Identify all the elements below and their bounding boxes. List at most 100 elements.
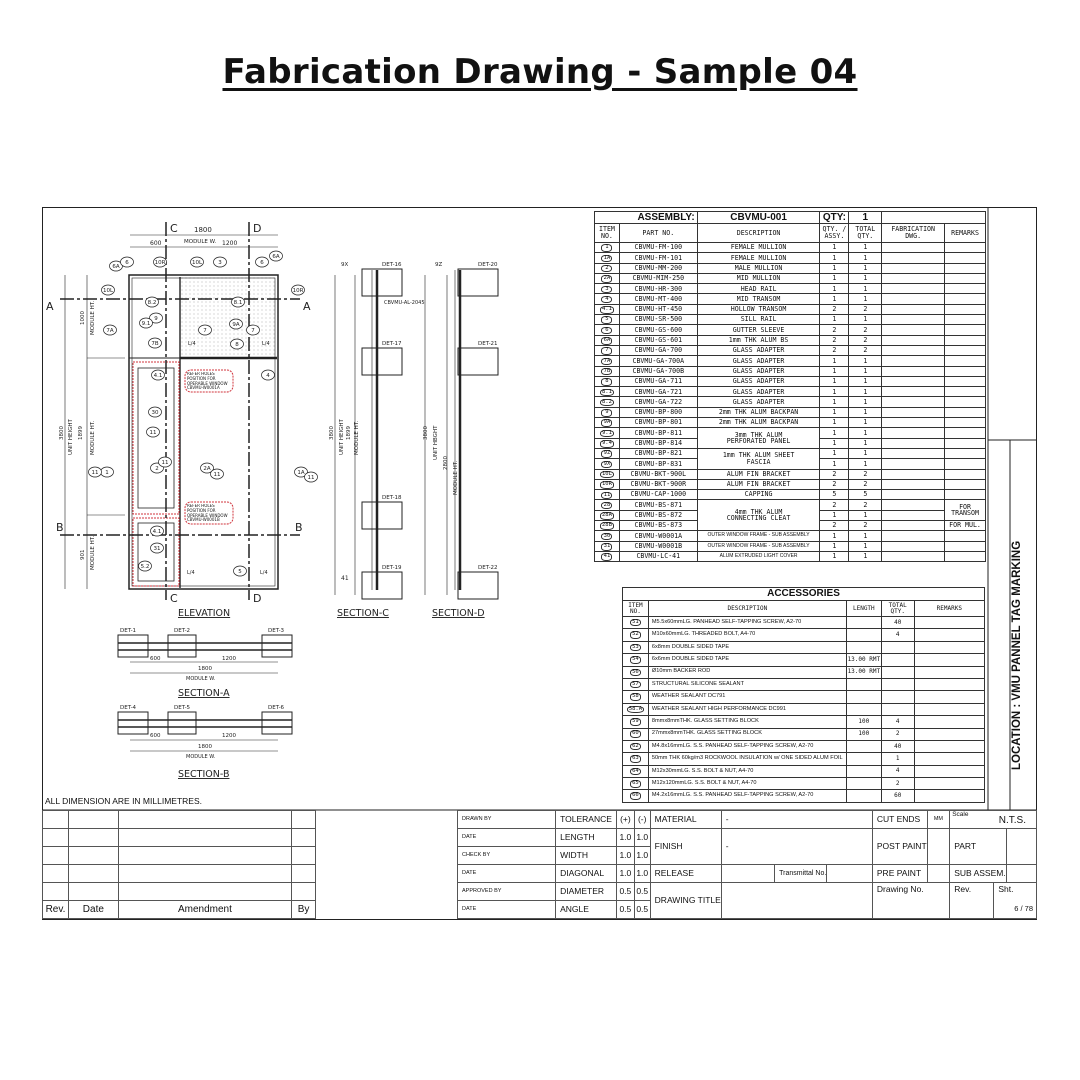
svg-text:L/4: L/4 — [187, 570, 195, 576]
item-callout-bubble: 9.1 — [139, 317, 153, 329]
svg-text:UNIT HBGHT: UNIT HBGHT — [433, 425, 439, 460]
description: 1mm THK ALUM BS — [696, 334, 821, 346]
part-no: CBVMU-GA-700A — [618, 355, 698, 367]
remarks — [944, 550, 986, 563]
item-no: 9 — [594, 406, 620, 419]
fabrication-dwg — [881, 520, 946, 532]
drawing-labels: 1800 MODULE W. 600 1200 C D C D A A B B … — [46, 222, 498, 780]
qty-per-assy: 1 — [819, 283, 850, 295]
bubble-label: 6 — [260, 260, 264, 266]
remarks — [913, 615, 986, 630]
plus-label: (+) — [615, 810, 635, 829]
fabrication-dwg — [881, 509, 946, 522]
drawing-frame — [42, 207, 1037, 920]
item-no: 54 — [622, 653, 649, 667]
item-bubble: 8.2 — [599, 398, 614, 407]
window-w0001b — [132, 517, 180, 587]
remarks — [913, 764, 986, 779]
dim-1800: 1800 — [194, 226, 212, 234]
table-row: 66 M4.2x16mmLG. S.S. PANHEAD SELF-TAPPING… — [622, 789, 986, 803]
item-bubble: 66 — [629, 792, 641, 800]
item-bubble: 8.1 — [599, 388, 614, 396]
svg-text:1800: 1800 — [198, 666, 212, 672]
release-label: RELEASE — [649, 864, 722, 883]
description: ALUM FIN BRACKET — [696, 478, 821, 491]
remark-line: TRANSOM — [951, 509, 979, 518]
fabrication-dwg — [881, 386, 946, 398]
item-no: 8.2 — [594, 396, 620, 408]
item-bubble: 7 — [601, 347, 613, 355]
tolerance-width: WIDTH — [555, 846, 617, 865]
description: GLASS ADAPTER — [696, 375, 821, 388]
fabrication-dwg — [881, 334, 946, 346]
description-line: 3mm THK ALUM — [734, 430, 783, 439]
window-note-1: REFER HOLES POSITION FOR OPERABLE WINDOW… — [187, 372, 228, 391]
dim-1200: 1200 — [222, 240, 237, 247]
item-no: 28B — [594, 520, 620, 532]
remarks — [913, 702, 986, 717]
item-no: 2A — [594, 272, 620, 285]
date-label: DATE — [456, 864, 557, 883]
description: STRUCTURAL SILICONE SEALANT — [647, 677, 847, 692]
assembly-table: ASSEMBLY: CBVMU-001 QTY: 1 ITEM NO.PART … — [594, 211, 986, 563]
dimension-note: ALL DIMENSION ARE IN MILLIMETRES. — [45, 796, 202, 806]
cut-ends-label: CUT ENDS — [871, 810, 928, 829]
total-qty: 1 — [848, 447, 883, 460]
part-no: CBVMU-GA-721 — [618, 386, 698, 398]
description: WEATHER SEALANT DC791 — [647, 690, 847, 704]
description: M4.2x16mmLG. S.S. PANHEAD SELF-TAPPING S… — [647, 789, 847, 803]
bubble-label: 5 — [238, 569, 242, 575]
item-no: 10R — [594, 478, 620, 491]
part-no: CBVMU-GS-601 — [618, 334, 698, 346]
qty-per-assy: 1 — [819, 427, 850, 439]
column-header: REMARKS — [913, 600, 986, 617]
description: FEMALE MULLION — [696, 241, 821, 254]
total-qty: 4 — [880, 715, 915, 729]
description: M12x120mmLG. S.S. BOLT & NUT, A4-70 — [647, 777, 847, 791]
cut-c-top: C — [170, 222, 178, 235]
length: 100 — [845, 727, 882, 741]
qty-per-assy: 5 — [819, 489, 850, 501]
section-b-caption: SECTION-B — [178, 769, 229, 780]
total-qty: 1 — [848, 375, 883, 388]
section-c-caption: SECTION-C — [337, 608, 389, 619]
item-callout-bubble: 11 — [210, 468, 224, 480]
qty-per-assy: 1 — [819, 252, 850, 264]
tolerance-diameter: DIAMETER — [555, 882, 617, 901]
remarks — [944, 478, 986, 491]
fabrication-dwg — [881, 489, 946, 501]
description: GLASS ADAPTER — [696, 386, 821, 398]
item-callout-bubble: 31 — [150, 542, 164, 554]
svg-text:MODULE HT.: MODULE HT. — [90, 301, 96, 335]
fabrication-dwg — [881, 365, 946, 377]
part-no: CBVMU-MT-400 — [618, 293, 698, 305]
svg-text:600: 600 — [150, 733, 161, 739]
description: 50mm THK 60kg/m3 ROCKWOOL INSULATION w/ … — [647, 752, 847, 766]
fabrication-dwg — [881, 550, 946, 563]
svg-text:2800: 2800 — [443, 456, 449, 470]
remarks — [944, 283, 986, 295]
bubble-label: 10L — [192, 260, 203, 266]
remark-line: FOR — [959, 502, 971, 511]
part-no: CBVMU-W0001A — [618, 530, 698, 542]
fabrication-dwg — [881, 283, 946, 295]
item-no: 63 — [622, 752, 649, 766]
total-qty: 1 — [848, 540, 883, 552]
description: ALUM EXTRUDED LIGHT COVER — [696, 550, 821, 563]
length — [845, 615, 882, 630]
fabrication-dwg — [881, 417, 946, 429]
date-label: DATE — [456, 828, 557, 847]
drawing-title-label: DRAWING TITLE — [649, 882, 722, 919]
description: GUTTER SLEEVE — [696, 324, 821, 336]
item-bubble: 9Z — [601, 450, 613, 458]
svg-text:9Z: 9Z — [435, 262, 442, 268]
item-bubble: 65 — [629, 780, 641, 788]
item-callout-bubble: 10L — [101, 284, 115, 296]
